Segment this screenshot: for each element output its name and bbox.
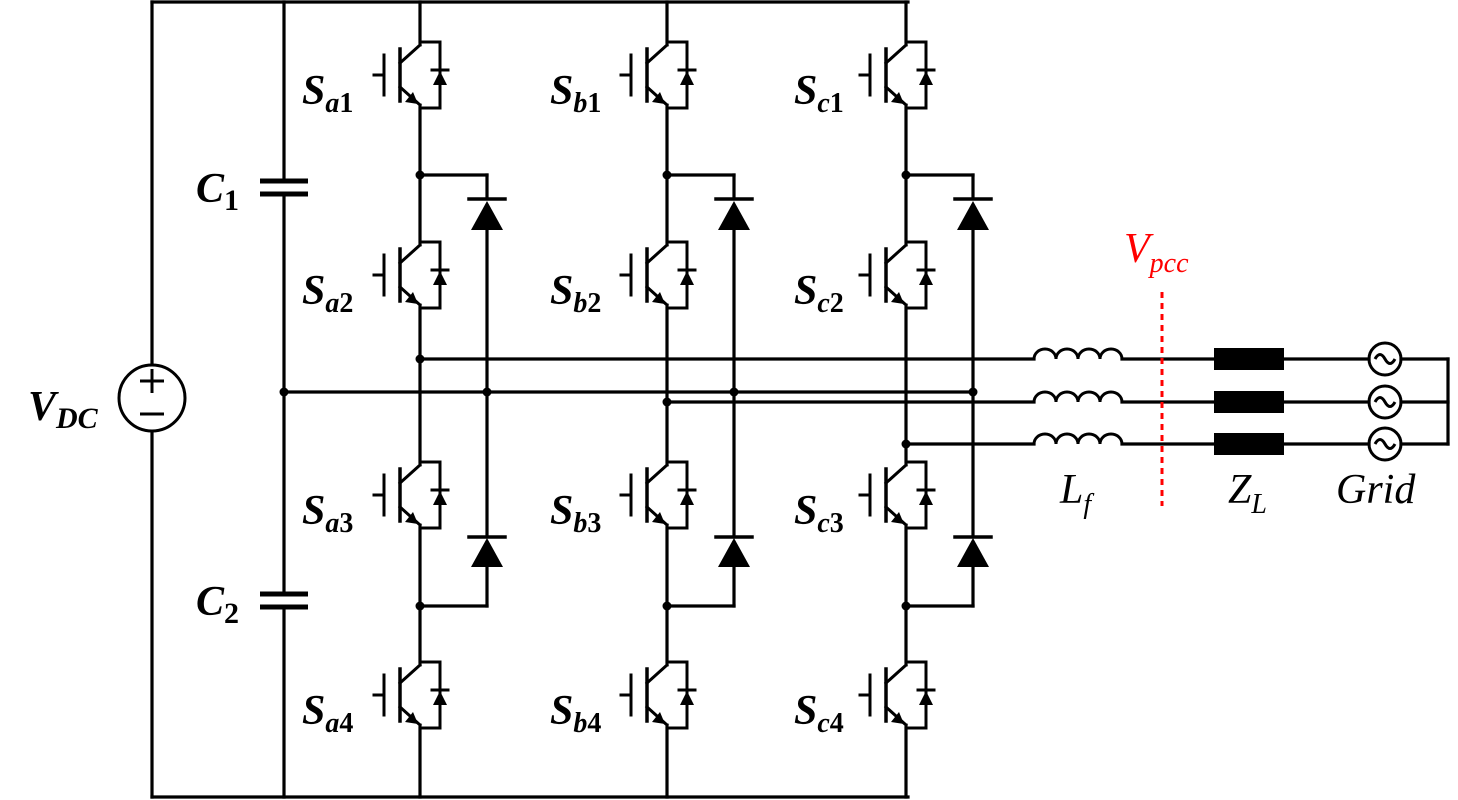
capacitor-column	[260, 0, 308, 799]
switch-sc1	[858, 40, 936, 110]
dc-voltage-source	[117, 363, 187, 433]
switch-sb4-label: Sb4	[550, 688, 601, 739]
capacitor-c1-label: C1	[196, 166, 239, 217]
switch-sc2-label: Sc2	[794, 268, 844, 319]
leg-a	[372, 0, 507, 799]
output-lines	[415, 354, 1036, 449]
switch-sb2	[619, 240, 697, 310]
switch-sa1-label: Sa1	[302, 68, 353, 119]
switch-sb1	[619, 40, 697, 110]
switch-sc3	[858, 460, 936, 530]
switch-sb3-label: Sb3	[550, 488, 601, 539]
clamp-diodes-c	[901, 170, 993, 611]
switch-sc4-label: Sc4	[794, 688, 844, 739]
switch-sc1-label: Sc1	[794, 68, 844, 119]
switch-sa4-label: Sa4	[302, 688, 353, 739]
switch-sc3-label: Sc3	[794, 488, 844, 539]
vdc-label: VDC	[28, 384, 99, 435]
switch-sb1-label: Sb1	[550, 68, 601, 119]
grid-sources	[1367, 341, 1450, 462]
line-impedances	[1214, 348, 1371, 455]
switch-labels: Sa1 Sa2 Sa3 Sa4 Sb1 Sb2 Sb3 Sb4 Sc1 Sc2 …	[302, 68, 844, 739]
switch-sa4	[372, 660, 450, 730]
filter-inductor-label: Lf	[1059, 467, 1094, 520]
switch-sa3	[372, 460, 450, 530]
leg-b	[619, 0, 754, 799]
grid-label: Grid	[1336, 467, 1416, 513]
switch-sa1	[372, 40, 450, 110]
switch-sb3	[619, 460, 697, 530]
clamp-diodes-a	[415, 170, 507, 611]
capacitor-c2-label: C2	[196, 579, 239, 630]
impedance-label: ZL	[1228, 467, 1267, 520]
line-segments	[1120, 357, 1216, 446]
filter-inductors	[1032, 347, 1124, 445]
switch-sc2	[858, 240, 936, 310]
switch-sa2	[372, 240, 450, 310]
switch-sa3-label: Sa3	[302, 488, 353, 539]
clamp-diodes-b	[662, 170, 754, 611]
switch-sa2-label: Sa2	[302, 268, 353, 319]
dc-bus	[150, 0, 910, 799]
leg-c	[858, 0, 993, 799]
switch-sc4	[858, 660, 936, 730]
switch-sb4	[619, 660, 697, 730]
pcc-label: Vpcc	[1124, 226, 1189, 279]
switch-sb2-label: Sb2	[550, 268, 601, 319]
inverter-legs	[372, 0, 993, 799]
